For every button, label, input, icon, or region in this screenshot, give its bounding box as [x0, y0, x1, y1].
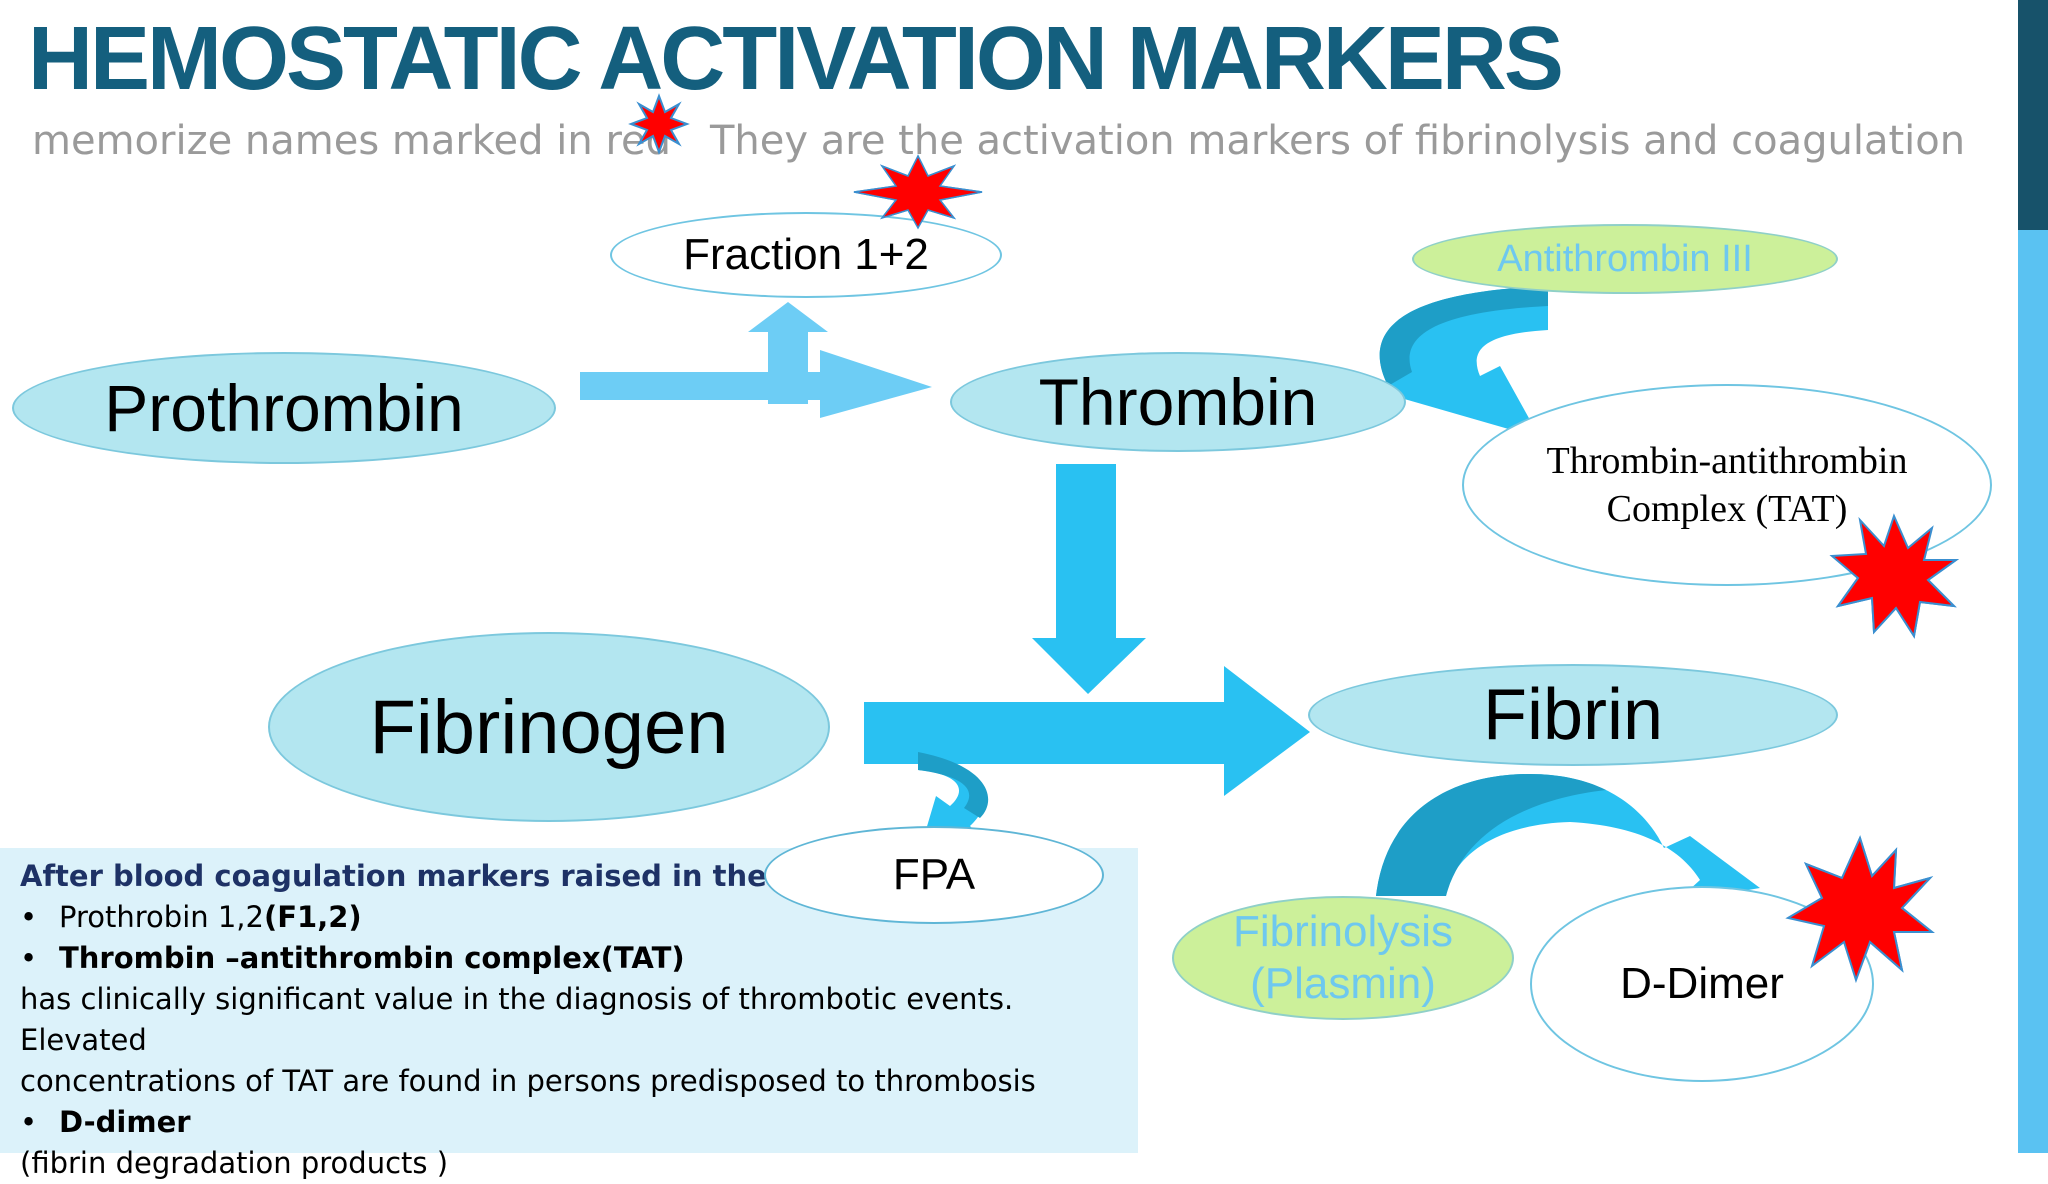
fibrin-node: Fibrin [1308, 664, 1838, 766]
fibrinolysis-label-line2: (Plasmin) [1250, 959, 1436, 1008]
side-accent-dark [2018, 0, 2048, 230]
arrow-fibrinogen-to-fibrin [864, 666, 1310, 796]
info-item-prothrobin: Prothrobin 1,2(F1,2) [20, 897, 1138, 938]
antithrombin-node: Antithrombin III [1412, 224, 1838, 294]
fraction12-node: Fraction 1+2 [610, 212, 1002, 298]
arrow-prothrombin-to-thrombin [580, 350, 932, 418]
info-tat-desc-line1: has clinically significant value in the … [20, 982, 1014, 1057]
info-item2-bold: Thrombin –antithrombin complex(TAT) [59, 941, 685, 975]
tat-node: Thrombin-antithrombin Complex (TAT) [1462, 384, 1992, 586]
fibrinogen-node: Fibrinogen [268, 632, 830, 822]
info-tat-desc-line2: concentrations of TAT are found in perso… [20, 1064, 1036, 1098]
starburst-icon-subtitle [628, 93, 690, 155]
tat-label-line1: Thrombin-antithrombin [1546, 440, 1908, 482]
fibrinogen-label: Fibrinogen [369, 684, 729, 770]
subtitle-memorize: memorize names marked in red [32, 118, 672, 164]
antithrombin-label: Antithrombin III [1497, 237, 1753, 280]
info-item3-note: (fibrin degradation products ) [20, 1146, 449, 1180]
info-item-ddimer: D-dimer [20, 1102, 1138, 1143]
info-item1-text: Prothrobin 1,2 [59, 900, 264, 934]
info-heading: After blood coagulation markers raised i… [20, 859, 880, 893]
fpa-node: FPA [764, 826, 1104, 924]
arrow-thrombin-down [1032, 464, 1146, 694]
side-accent-light [2018, 230, 2048, 1153]
tat-label-line2: Complex (TAT) [1606, 488, 1848, 530]
thrombin-label: Thrombin [1038, 365, 1318, 439]
prothrombin-node: Prothrombin [12, 352, 556, 464]
info-item-tat: Thrombin –antithrombin complex(TAT) [20, 938, 1138, 979]
fpa-label: FPA [892, 850, 976, 899]
page-title: HEMOSTATIC ACTIVATION MARKERS [28, 9, 1564, 109]
ddimer-label: D-Dimer [1620, 959, 1784, 1008]
fibrinolysis-label-line1: Fibrinolysis [1232, 907, 1454, 956]
info-item1-bold: (F1,2) [263, 900, 362, 934]
info-item3-bold: D-dimer [59, 1105, 191, 1139]
arrow-to-fraction12 [748, 302, 828, 404]
thrombin-node: Thrombin [950, 352, 1406, 452]
fraction12-label: Fraction 1+2 [683, 230, 929, 279]
prothrombin-label: Prothrombin [104, 371, 464, 445]
fibrin-label: Fibrin [1482, 675, 1664, 755]
ddimer-node: D-Dimer [1530, 886, 1874, 1082]
fibrinolysis-node: Fibrinolysis (Plasmin) [1172, 896, 1514, 1020]
